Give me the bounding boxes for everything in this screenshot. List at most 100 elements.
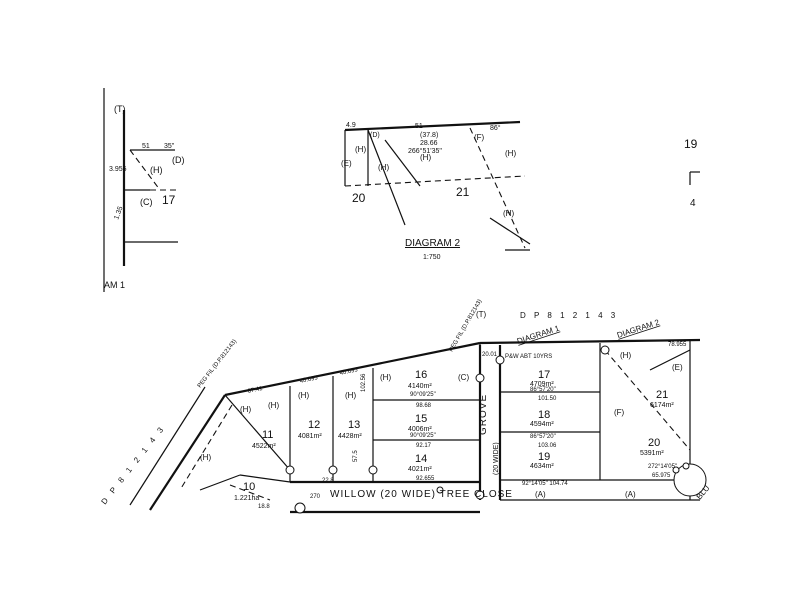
tag-a: (A) xyxy=(535,490,546,499)
survey-mark xyxy=(368,465,378,475)
d2-tag-f: (H) xyxy=(503,209,514,218)
survey-mark xyxy=(495,355,505,365)
d2-dim-2866: 28.66 xyxy=(420,140,438,147)
diagram-2-title: DIAGRAM 2 xyxy=(405,238,460,249)
tag-e: (E) xyxy=(672,363,683,372)
tag-c: (C) xyxy=(458,373,469,382)
lot-13-num: 13 xyxy=(348,419,360,431)
lot-10-area: 1.221ha xyxy=(234,495,259,502)
tag-h: (H) xyxy=(620,351,631,360)
dim: 65.975 xyxy=(652,473,671,479)
dim: 78.955 xyxy=(668,342,687,348)
dim: 92.655 xyxy=(416,476,435,482)
dim: 102.56 xyxy=(361,373,367,392)
dim: 20.01 xyxy=(482,352,498,358)
lot-16-area: 4140m² xyxy=(408,383,432,390)
survey-mark xyxy=(328,465,338,475)
left-tag-c: (C) xyxy=(140,197,153,207)
diagram-2-scale: 1:750 xyxy=(423,254,441,261)
lot-12-area: 4081m² xyxy=(298,433,322,440)
d2-tag-d: (H) xyxy=(355,145,366,154)
survey-mark xyxy=(285,465,295,475)
dim: 40.695 xyxy=(339,367,359,377)
d2-tag-e: (F) xyxy=(474,133,485,142)
d2-lot-20: 20 xyxy=(352,191,366,205)
d2-lot-21: 21 xyxy=(456,185,470,199)
tag-h: (H) xyxy=(298,391,309,400)
survey-mark xyxy=(672,466,680,474)
lot-16-num: 16 xyxy=(415,369,427,381)
tag-t: (T) xyxy=(476,310,487,319)
dim: 90°09'25" xyxy=(410,392,436,398)
left-tag-t: (T) xyxy=(114,104,126,114)
lot-14-num: 14 xyxy=(415,453,427,465)
d2-dim-49: (D) xyxy=(370,132,380,139)
dim: 67.41 xyxy=(247,386,264,395)
tag-h: (H) xyxy=(268,401,279,410)
d2-tag-h2: (H) xyxy=(420,153,431,162)
lot-11-num: 11 xyxy=(262,429,273,441)
dim: 272°14'05" xyxy=(648,464,677,470)
left-caption: AM 1 xyxy=(104,280,125,290)
right-lot-19: 19 xyxy=(684,137,698,151)
left-dim-135: 1.35 xyxy=(113,205,124,220)
d2-dim-378: (37.8) xyxy=(420,132,438,139)
left-tag-h: (H) xyxy=(150,165,163,175)
right-tag-4: 4 xyxy=(690,198,696,209)
grove-width-label: (20 WIDE) xyxy=(493,442,500,475)
tag-f: (F) xyxy=(614,408,625,417)
survey-mark xyxy=(475,373,485,383)
survey-mark xyxy=(682,462,690,470)
lot-21-area: 6174m² xyxy=(650,402,674,409)
lot-19-num: 19 xyxy=(538,451,550,463)
left-lot-17: 17 xyxy=(162,193,176,207)
left-tag-d: (D) xyxy=(172,155,185,165)
left-fragment: (T) (D) (H) (C) 17 51 35" 3.955 1.35 AM … xyxy=(103,88,185,292)
diagram-2-ref: DIAGRAM 2 xyxy=(616,318,661,340)
lot-19-area: 4634m² xyxy=(530,463,554,470)
d2-tag-h3: (H) xyxy=(505,149,516,158)
left-dim-51: 51 xyxy=(142,143,150,150)
lot-18-num: 18 xyxy=(538,409,550,421)
dim: 92°14'05" 104.74 xyxy=(522,481,568,487)
tag-h: (H) xyxy=(240,405,251,414)
peg-label: PEG FIL (D.P.812143) xyxy=(197,339,238,389)
diagram-2: 4.9 (D) 51 (37.8) 28.66 266°51'35" 86° (… xyxy=(341,120,531,261)
dim: 86°57'20" xyxy=(530,434,556,440)
lot-17-num: 17 xyxy=(538,369,550,381)
survey-mark xyxy=(294,502,306,514)
main-plan: WILLOW (20 WIDE) TREE CLOSE GROVE (20 WI… xyxy=(99,299,712,514)
tag-h: (H) xyxy=(345,391,356,400)
lot-18-area: 4594m² xyxy=(530,421,554,428)
d2-tag-h1: (E) xyxy=(341,159,352,168)
dim: 101.50 xyxy=(538,396,557,402)
survey-mark xyxy=(600,345,610,355)
dim: 98.68 xyxy=(416,403,432,409)
willow-tree-close-label: WILLOW (20 WIDE) TREE CLOSE xyxy=(330,489,513,500)
tag-h: (H) xyxy=(200,453,211,462)
lot-15-area: 4006m² xyxy=(408,426,432,433)
dim: 270 xyxy=(310,494,321,500)
lot-21-num: 21 xyxy=(656,389,668,401)
lot-20-area: 5391m² xyxy=(640,450,664,457)
lot-14-area: 4021m² xyxy=(408,466,432,473)
dim: 40.695 xyxy=(299,375,319,385)
left-dim-35: 35" xyxy=(164,143,175,150)
lot-20-num: 20 xyxy=(648,437,660,449)
right-fragment: 19 4 xyxy=(684,137,700,209)
d2-dim-bearing: 266°51'35" xyxy=(408,147,442,155)
lot-10-num: 10 xyxy=(243,481,255,493)
lot-13-area: 4428m² xyxy=(338,433,362,440)
lot-15-num: 15 xyxy=(415,413,427,425)
cul-de-sac xyxy=(673,463,707,497)
tag-h: (H) xyxy=(380,373,391,382)
survey-mark xyxy=(436,486,444,494)
left-dim-3955: 3.955 xyxy=(109,166,127,173)
d2-dim-51: 51 xyxy=(415,123,423,130)
grove-label: GROVE xyxy=(478,394,489,435)
lot-17-area: 4709m² xyxy=(530,381,554,388)
d2-tag-h4: (H) xyxy=(378,163,389,172)
dim: 90°09'25" xyxy=(410,433,436,439)
dim: 86°57'20" xyxy=(530,387,556,393)
